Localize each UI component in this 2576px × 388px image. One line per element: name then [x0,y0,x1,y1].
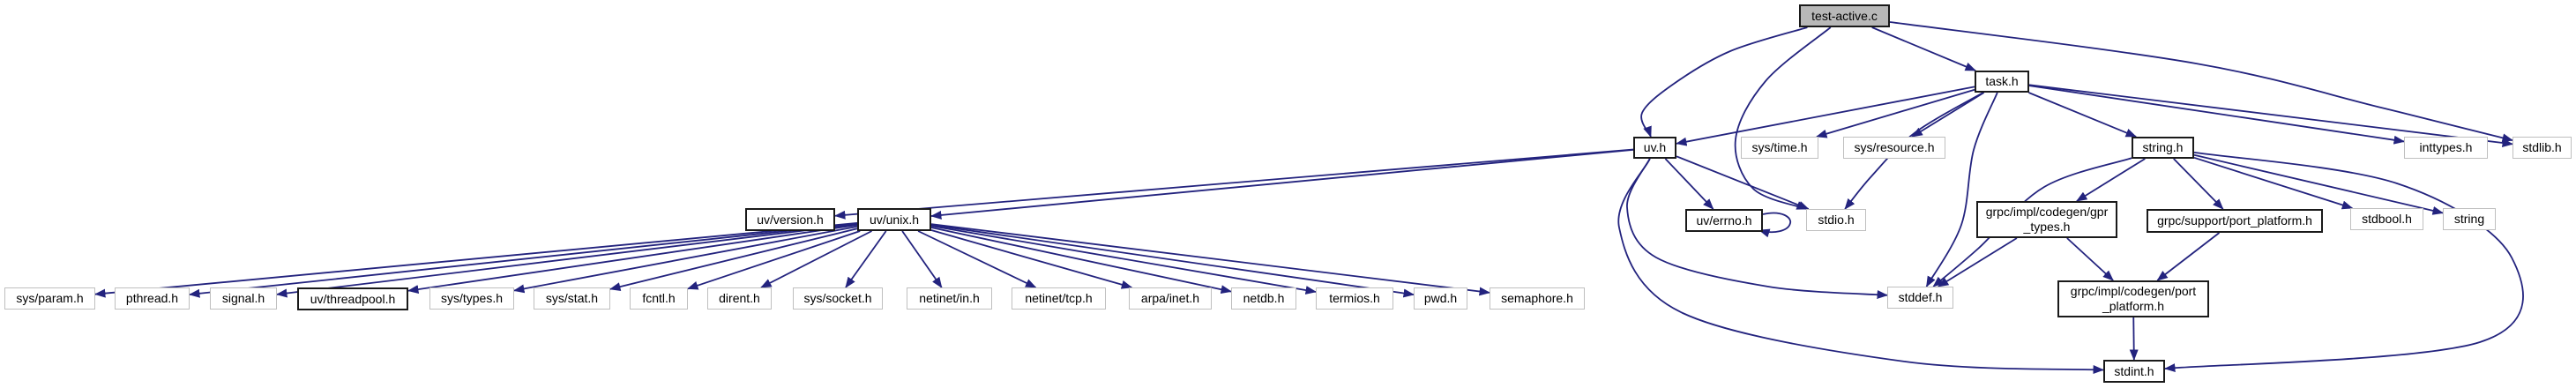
edge-uv-unix-to-semaphore [930,223,1490,296]
edge-uv-unix-to-termios [930,225,1317,295]
edge-uv-unix-to-fcntl [687,230,861,290]
edge-uv-to-uv-errno [1664,158,1714,210]
edge-string-h-to-gpr-types [2076,158,2146,202]
edge-uv-unix-to-sys-types [513,225,858,294]
edge-uv-to-stdio [1676,155,1810,210]
node-uv[interactable]: uv.h [1633,137,1676,159]
edge-string-h-to-stdint [2164,152,2524,373]
edge-uv-unix-to-sys-socket [845,230,887,288]
edge-uv-to-stddef [1626,158,1888,299]
node-semaphore: semaphore.h [1490,287,1585,310]
edge-gpr-types-to-codegen-port-platform [2066,237,2114,281]
edge-uv-errno-to-uv-errno [1758,212,1792,238]
node-uv-version[interactable]: uv/version.h [745,208,835,231]
edge-string-h-to-stdbool [2193,156,2354,210]
node-pwd: pwd.h [1414,287,1467,310]
node-sys-stat: sys/stat.h [534,287,610,310]
node-task[interactable]: task.h [1975,71,2029,93]
edge-uv-unix-to-pwd [930,224,1415,298]
node-sys-socket: sys/socket.h [793,287,883,310]
edge-task-to-uv [1676,86,1975,146]
node-stdbool: stdbool.h [2350,208,2423,230]
node-arpa-inet: arpa/inet.h [1129,287,1212,310]
node-sys-param: sys/param.h [4,287,95,310]
node-netinet-in: netinet/in.h [907,287,992,310]
node-uv-threadpool[interactable]: uv/threadpool.h [297,287,408,310]
node-fcntl: fcntl.h [630,287,688,310]
node-sys-time: sys/time.h [1741,137,1818,159]
node-stdint[interactable]: stdint.h [2103,360,2165,383]
node-sys-resource: sys/resource.h [1843,137,1945,159]
node-support-port-platform[interactable]: grpc/support/port_platform.h [2147,209,2323,233]
edge-codegen-port-platform-to-stdint [2129,317,2139,361]
edge-uv-to-uv-version [834,148,1634,220]
node-sys-types: sys/types.h [429,287,514,310]
edge-support-port-platform-to-codegen-port-platform [2156,232,2221,281]
edge-uv-unix-to-uv-threadpool [407,224,858,295]
edge-test-active-to-stdio [1734,26,1832,210]
edge-uv-unix-to-dirent [760,230,872,288]
node-netdb: netdb.h [1231,287,1296,310]
node-dirent: dirent.h [707,287,772,310]
edge-task-to-stdlib [2028,84,2513,147]
node-codegen-port-platform[interactable]: grpc/impl/codegen/port _platform.h [2057,280,2209,317]
node-stddef: stddef.h [1887,287,1953,309]
node-uv-errno[interactable]: uv/errno.h [1685,209,1763,232]
node-uv-unix[interactable]: uv/unix.h [857,208,931,231]
edge-task-to-stddef [1925,92,1998,287]
edge-uv-unix-to-sys-stat [609,228,858,291]
node-string-h[interactable]: string.h [2132,137,2194,159]
edge-uv-unix-to-pthread [189,222,858,298]
node-netinet-tcp: netinet/tcp.h [1012,287,1106,310]
edge-uv-unix-to-netdb [930,227,1232,295]
edge-uv-unix-to-netinet-tcp [917,230,1037,288]
edge-test-active-to-task [1871,26,1976,71]
edge-uv-unix-to-netinet-in [901,230,943,288]
edge-task-to-inttypes [2028,85,2405,145]
edge-uv-to-stdint [1617,158,2104,375]
edge-uv-to-uv-unix [930,148,1634,220]
node-pthread: pthread.h [115,287,190,310]
edge-gpr-types-to-stddef [1937,237,2018,287]
edge-uv-unix-to-sys-param [94,222,858,298]
edge-test-active-to-uv [1640,26,1808,138]
node-gpr-types[interactable]: grpc/impl/codegen/gpr _types.h [1976,201,2117,238]
edge-string-h-to-support-port-platform [2173,158,2224,210]
node-stdlib: stdlib.h [2513,137,2572,159]
node-stdio: stdio.h [1806,209,1866,231]
node-signal: signal.h [210,287,277,310]
edge-task-to-string-h [2028,92,2138,138]
edge-uv-unix-to-signal [276,223,858,298]
node-inttypes: inttypes.h [2404,137,2488,159]
node-string-cpp: string [2443,208,2496,230]
edge-uv-unix-to-arpa-inet [930,229,1133,289]
node-test-active: test-active.c [1799,4,1890,27]
edge-task-to-sys-time [1816,88,1975,138]
edge-string-h-to-string-cpp [2193,153,2444,215]
edge-test-active-to-stdlib [1889,21,2513,143]
edge-task-to-sys-resource [1911,92,1985,138]
node-termios: termios.h [1316,287,1393,310]
